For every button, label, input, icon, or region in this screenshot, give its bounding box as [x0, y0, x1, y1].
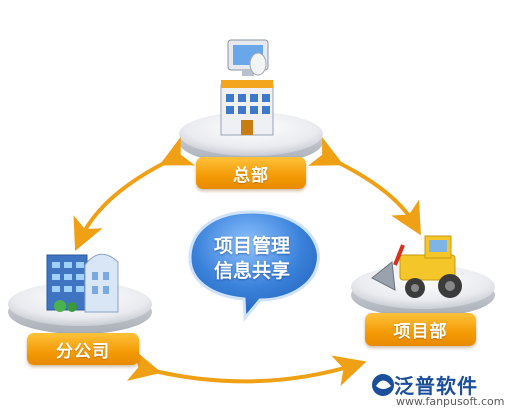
branch-office-building-icon [46, 253, 119, 313]
arrow-branch-project [126, 349, 367, 387]
headquarters-building-icon [220, 39, 274, 136]
brand-url: www.fanpusoft.com [396, 395, 505, 408]
center-text-line1: 项目管理 [213, 235, 290, 257]
node-label-branch: 分公司 [27, 333, 139, 365]
center-text-line2: 信息共享 [213, 260, 290, 282]
node-label-project: 项目部 [365, 313, 476, 346]
arrow-hq-project [308, 136, 421, 236]
node-label-hq: 总部 [196, 157, 306, 189]
brand-logo: 泛普软件 www.fanpusoft.com [366, 370, 505, 414]
arrow-hq-branch [73, 136, 196, 251]
center-speech-bubble [188, 210, 320, 322]
fanpu-logo-icon [372, 374, 394, 396]
brand-name: 泛普软件 [394, 374, 478, 398]
center-text: 项目管理 信息共享 [188, 234, 316, 284]
bulldozer-icon [371, 235, 462, 298]
